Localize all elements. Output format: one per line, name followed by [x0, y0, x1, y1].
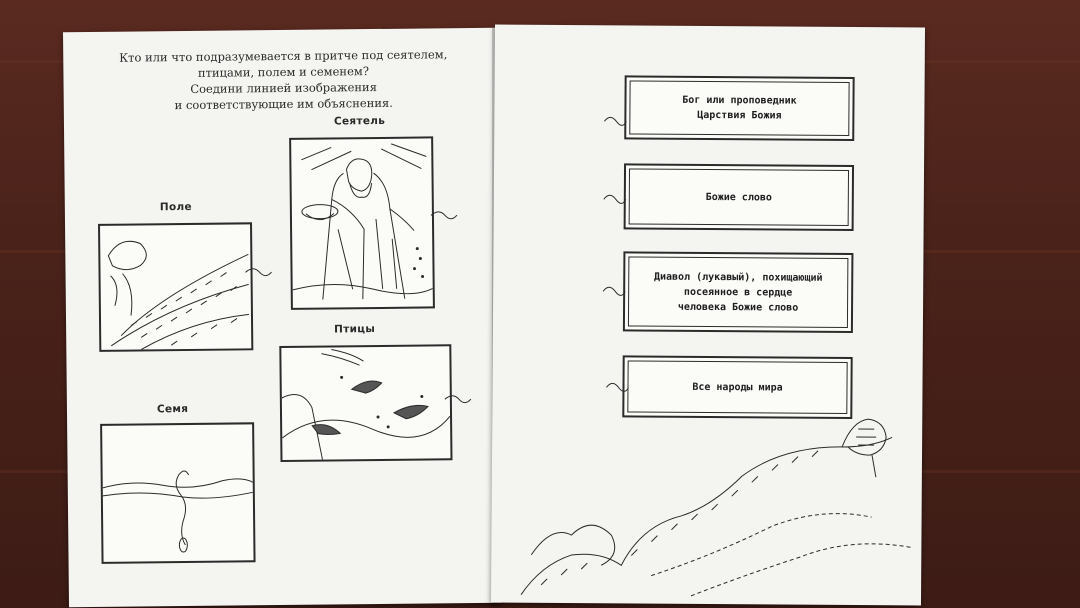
- box-flourish-icon: [606, 382, 629, 392]
- frame-flourish-icon: [444, 395, 472, 404]
- box-flourish-icon: [603, 194, 627, 204]
- birds-illustration: [281, 348, 451, 460]
- caption-sower: Сеятель: [333, 114, 386, 128]
- field-decoration-illustration: [520, 418, 912, 597]
- picture-sower[interactable]: [289, 136, 435, 310]
- frame-flourish-icon: [430, 211, 458, 220]
- field-illustration: [107, 240, 250, 350]
- answer-box-3[interactable]: Диавол (лукавый), похищающий посеянное в…: [622, 251, 854, 334]
- answer-text: Бог или проповедник Царствия Божия: [674, 93, 805, 124]
- answer-text: Диавол (лукавый), похищающий посеянное в…: [646, 269, 831, 315]
- box-flourish-icon: [602, 286, 626, 296]
- seed-illustration: [102, 470, 253, 553]
- picture-field[interactable]: [98, 222, 254, 352]
- caption-field: Поле: [159, 200, 192, 214]
- answer-line: Царствия Божия: [697, 109, 782, 122]
- sower-illustration: [292, 143, 433, 300]
- answer-line: Все народы мира: [692, 381, 783, 394]
- picture-birds[interactable]: [279, 344, 453, 463]
- frame-flourish-icon: [245, 268, 272, 277]
- answer-text: Все народы мира: [684, 379, 790, 395]
- answer-line: Божие слово: [705, 191, 772, 203]
- answer-line: посеянное в сердце: [683, 286, 793, 299]
- answer-text: Божие слово: [698, 189, 780, 205]
- answer-line: Диавол (лукавый), похищающий: [653, 271, 823, 284]
- answer-line: человека Божие слово: [677, 301, 799, 314]
- answer-line: Бог или проповедник: [682, 94, 797, 107]
- caption-seed: Семя: [156, 402, 189, 416]
- box-flourish-icon: [603, 116, 627, 126]
- right-page: Бог или проповедник Царствия Божия Божие…: [490, 24, 926, 606]
- picture-seed[interactable]: [100, 422, 256, 564]
- answer-box-1[interactable]: Бог или проповедник Царствия Божия: [624, 75, 855, 142]
- answer-box-2[interactable]: Божие слово: [623, 163, 855, 232]
- left-page: Кто или что подразумевается в притче под…: [63, 27, 501, 608]
- question-line: и соответствующие им объяснения.: [174, 95, 393, 113]
- caption-birds: Птицы: [334, 323, 376, 336]
- question-text: Кто или что подразумевается в притче под…: [93, 46, 474, 114]
